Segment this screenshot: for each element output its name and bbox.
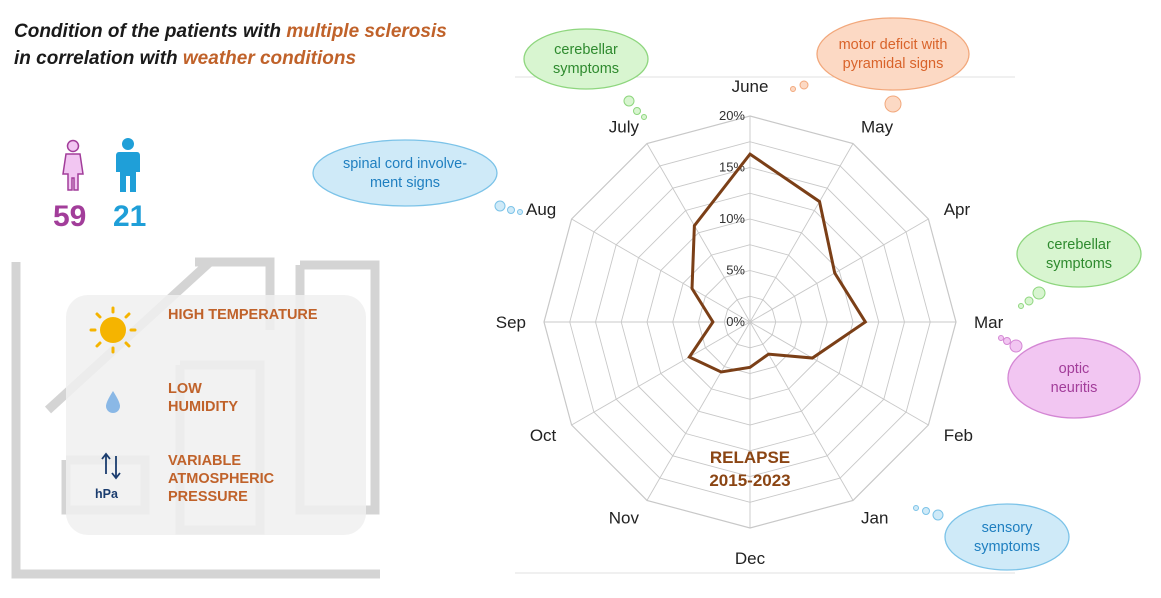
relapse-data-point [811, 356, 814, 360]
relapse-data-point [818, 200, 821, 203]
relapse-data-point [864, 320, 867, 324]
title-line2-prefix: in correlation with [14, 48, 183, 69]
cloud-motor-line2: pyramidal signs [843, 56, 944, 72]
cloud-spinal-cord: spinal cord involve- ment signs [312, 139, 523, 215]
female-count: 59 [53, 200, 87, 233]
radar-category-label: Dec [735, 549, 766, 568]
title-line1-highlight: multiple sclerosis [286, 21, 447, 42]
factor-pressure-line2: ATMOSPHERIC [168, 471, 275, 487]
radar-category-label: Sep [496, 313, 526, 332]
water-drop-icon [106, 391, 120, 413]
relapse-data-point [711, 320, 715, 324]
figure-title: Condition of the patients with multiple … [14, 18, 447, 72]
radar-category-label: Feb [944, 426, 973, 445]
center-label-line1: RELAPSE [710, 448, 790, 467]
relapse-data-point [748, 366, 752, 369]
radar-spoke [646, 143, 751, 323]
factor-pressure: VARIABLE ATMOSPHERIC PRESSURE [168, 452, 274, 506]
pressure-arrows-icon [101, 452, 121, 480]
male-person-icon [116, 138, 140, 192]
factor-humidity-line2: HUMIDITY [168, 399, 239, 415]
radar-category-label: Jan [861, 509, 888, 528]
relapse-data-point [748, 152, 752, 156]
radar-spoke [646, 321, 751, 501]
cloud-optic-neuritis: optic neuritis [998, 335, 1141, 419]
female-person-icon [62, 139, 84, 191]
cloud-sensory: sensory symptoms [913, 503, 1070, 571]
radar-spoke [749, 321, 854, 501]
cloud-motor-deficit: motor deficit with pyramidal signs [790, 17, 970, 113]
factor-temperature: HIGH TEMPERATURE [168, 307, 318, 323]
radar-spoke [571, 321, 751, 426]
relapse-data-point [833, 271, 836, 275]
radar-spoke [749, 218, 929, 323]
pressure-unit: hPa [95, 487, 119, 501]
cloud-cerebellar-right-line2: symptoms [1046, 256, 1112, 272]
sun-icon [89, 306, 137, 354]
cloud-optic-line2: neuritis [1051, 380, 1098, 396]
relapse-data-point [767, 352, 770, 356]
cloud-sensory-line1: sensory [982, 520, 1034, 536]
title-line1-prefix: Condition of the patients with [14, 21, 287, 42]
factor-pressure-line3: PRESSURE [168, 489, 248, 505]
male-count: 21 [113, 200, 147, 233]
factor-pressure-line1: VARIABLE [168, 453, 242, 469]
radar-category-label: Apr [944, 200, 971, 219]
radar-tick-label: 10% [719, 211, 745, 226]
radar-category-label: June [732, 77, 769, 96]
radar-spoke [749, 143, 854, 323]
cloud-spinal-line2: ment signs [370, 175, 440, 191]
radar-series [687, 152, 868, 374]
radar-spoke [571, 218, 751, 323]
factor-humidity-line1: LOW [168, 381, 202, 397]
relapse-data-point [719, 370, 723, 374]
radar-category-label: July [609, 117, 640, 136]
radar-tick-label: 0% [726, 314, 745, 329]
radar-category-label: May [861, 117, 894, 136]
factor-humidity: LOW HUMIDITY [168, 380, 238, 416]
radar-tick-label: 20% [719, 108, 745, 123]
cloud-spinal-line1: spinal cord involve- [343, 156, 467, 172]
cloud-cerebellar-right-line1: cerebellar [1047, 237, 1111, 253]
relapse-data-point [693, 224, 696, 227]
center-label-line2: 2015-2023 [709, 471, 790, 490]
radar-grid [543, 115, 957, 529]
cloud-cerebellar-top-line1: cerebellar [554, 42, 618, 58]
radar-category-label: Aug [526, 200, 556, 219]
radar-tick-label: 5% [726, 263, 745, 278]
radar-category-label: Oct [530, 426, 557, 445]
radar-tick-labels: 0%5%10%15%20% [719, 108, 745, 329]
title-line2-highlight: weather conditions [182, 48, 357, 69]
cloud-cerebellar-top: cerebellar symptoms [523, 28, 649, 120]
relapse-data-point [690, 287, 694, 290]
radar-category-label: Mar [974, 313, 1004, 332]
cloud-cerebellar-right: cerebellar symptoms [1016, 220, 1142, 309]
cloud-sensory-line2: symptoms [974, 539, 1040, 555]
radar-spoke [749, 321, 929, 426]
relapse-data-point [688, 355, 691, 359]
radar-category-label: Nov [609, 509, 640, 528]
cloud-cerebellar-top-line2: symptoms [553, 61, 619, 77]
cloud-motor-line1: motor deficit with [839, 37, 948, 53]
cloud-optic-line1: optic [1059, 361, 1090, 377]
